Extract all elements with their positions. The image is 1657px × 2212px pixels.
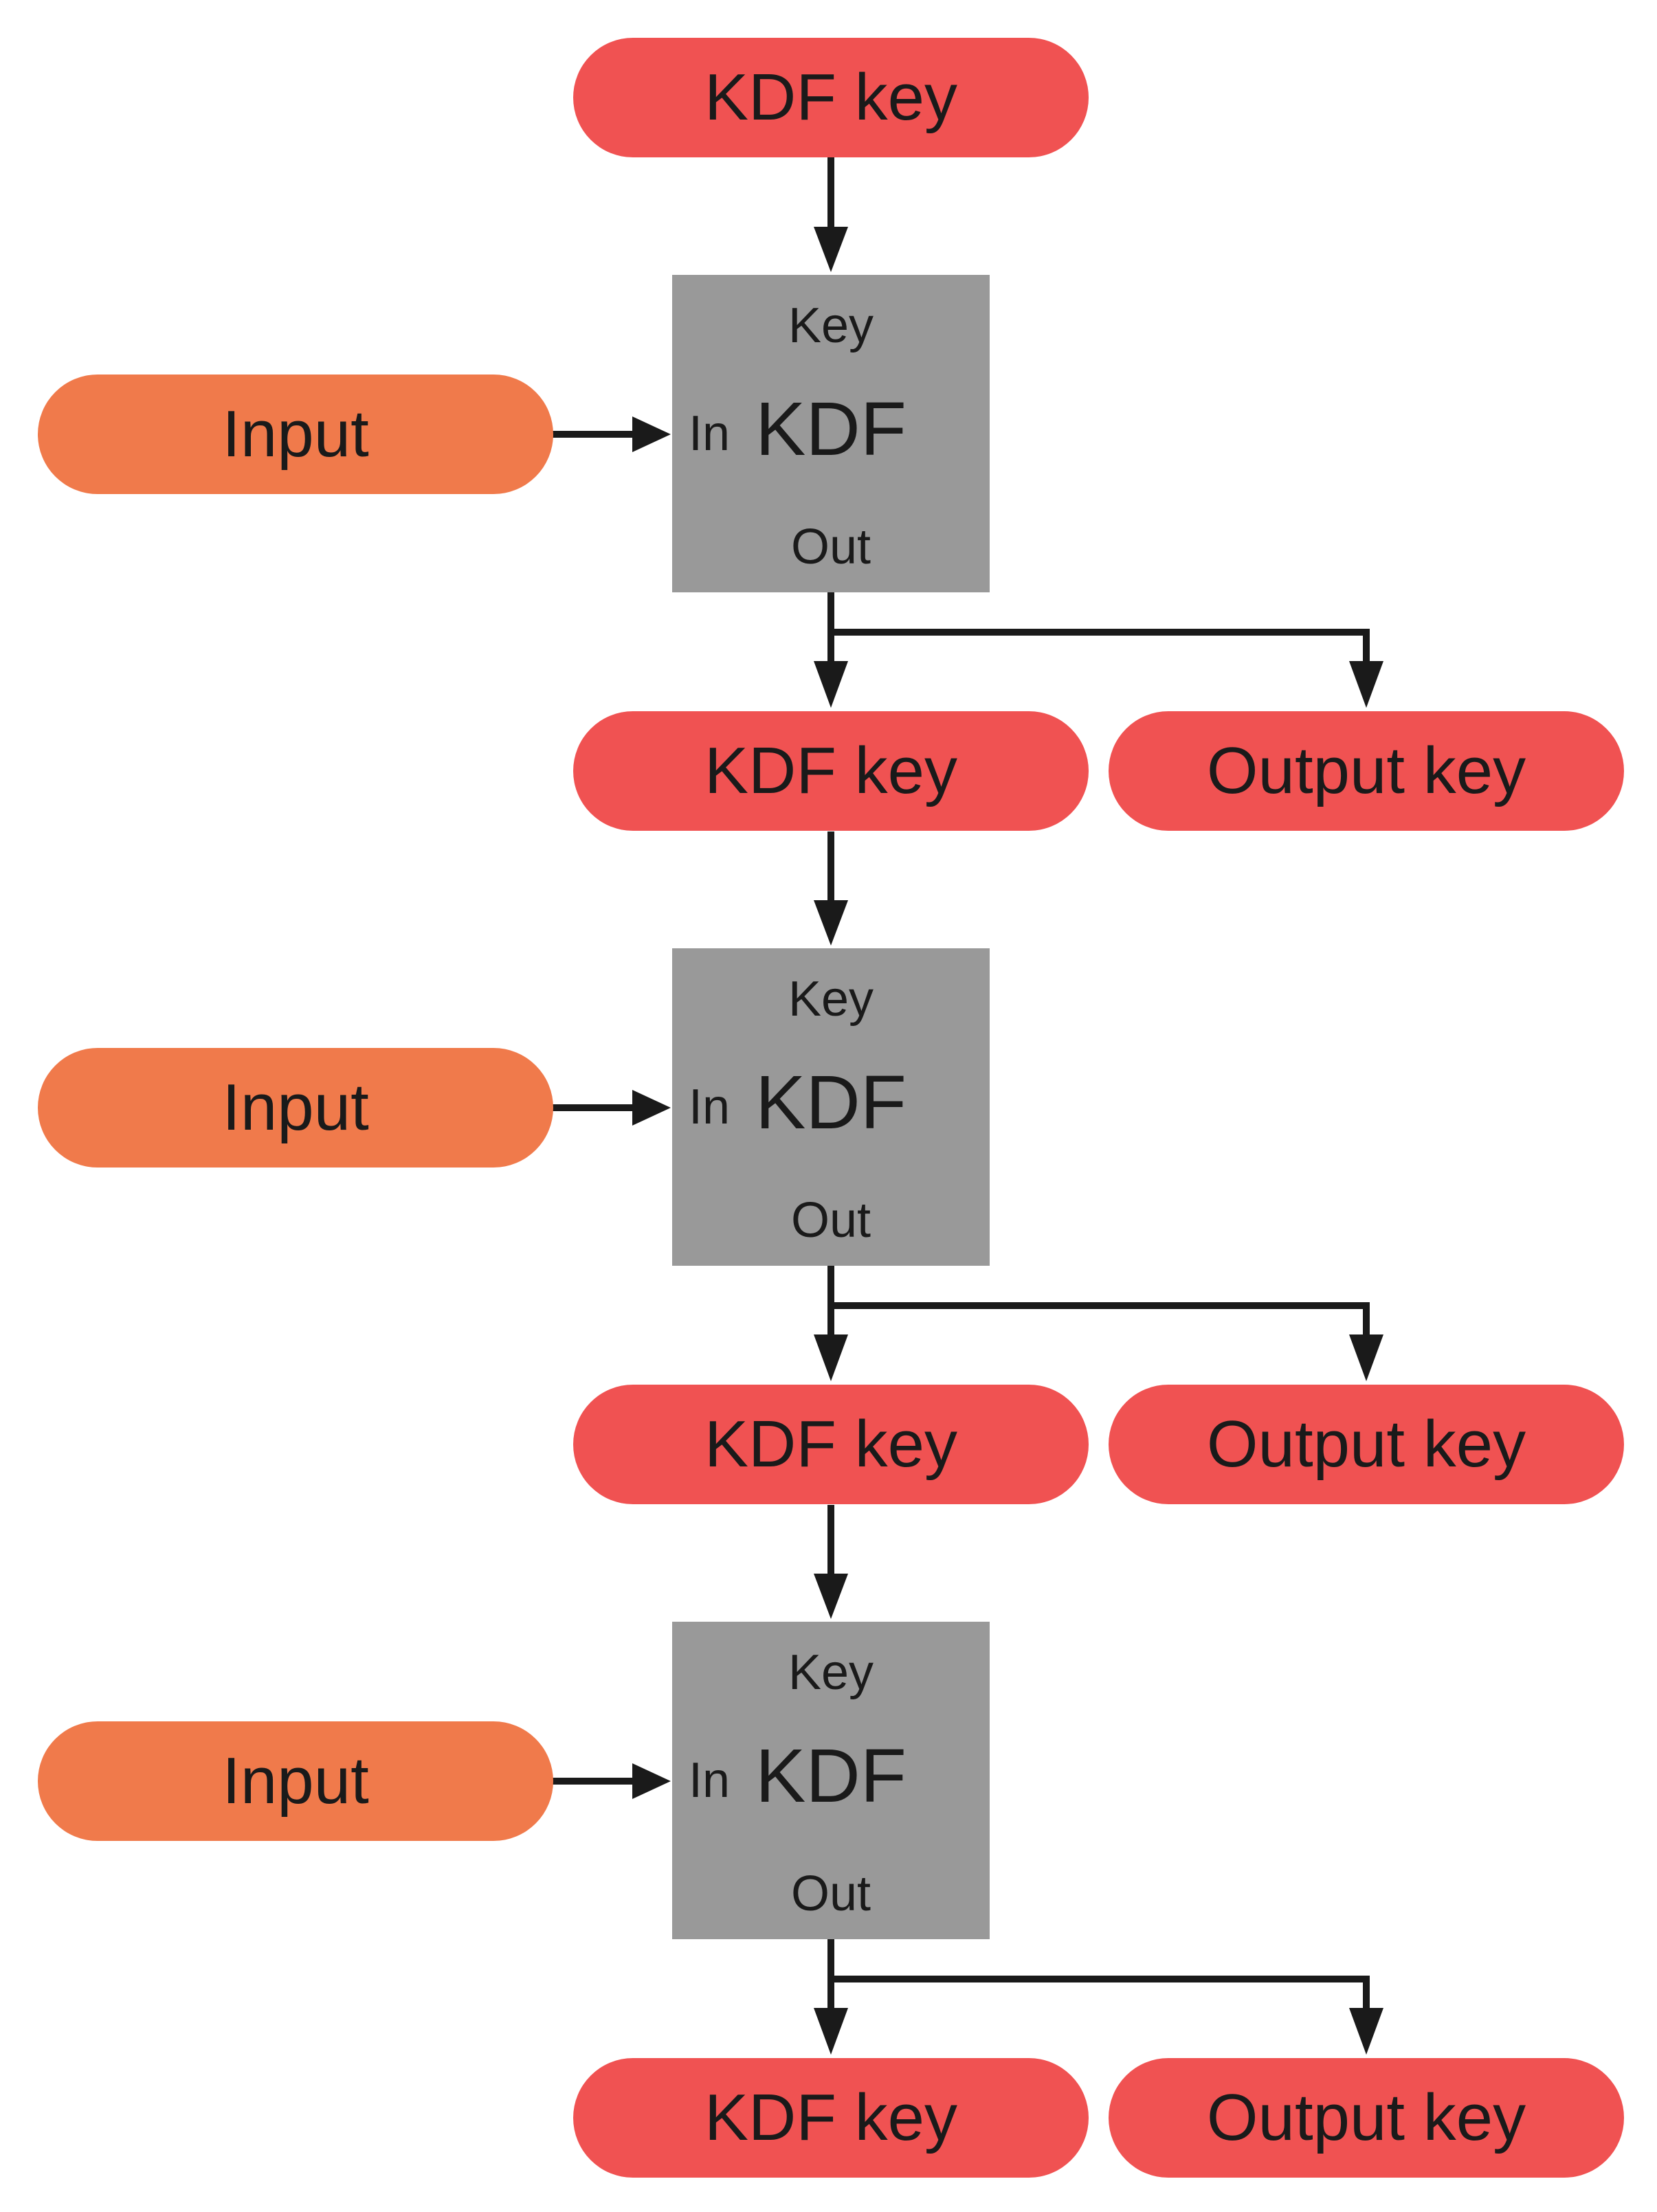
arrowhead-icon [1349, 661, 1383, 708]
arrowhead-icon [632, 1090, 671, 1126]
node-label: Input [222, 397, 369, 471]
output-key-node-2: Output key [1109, 1385, 1624, 1504]
arrowhead-icon [814, 900, 848, 946]
kdf-key-node-1: KDF key [573, 711, 1089, 831]
output-key-node-3: Output key [1109, 2058, 1624, 2178]
arrow-kdf-out-split-1 [827, 592, 1370, 663]
input-node-3: Input [38, 1721, 553, 1841]
kdf-key-node-3: KDF key [573, 2058, 1089, 2178]
arrowhead-icon [1349, 1334, 1383, 1381]
kdf-in-port-label: In [689, 1753, 731, 1808]
kdf-in-port-label: In [689, 1080, 731, 1135]
arrowhead-icon [814, 227, 848, 272]
arrowhead-icon [632, 1763, 671, 1799]
node-label: KDF key [704, 2081, 958, 2154]
kdf-key-port-label: Key [788, 972, 874, 1027]
node-label: Output key [1206, 1407, 1526, 1481]
input-node-2: Input [38, 1048, 553, 1168]
node-label: Input [222, 1744, 369, 1818]
output-key-node-1: Output key [1109, 711, 1624, 831]
input-node-1: Input [38, 375, 553, 494]
node-label: KDF key [704, 734, 958, 807]
node-label: Input [222, 1071, 369, 1144]
initial-kdf-key-node: KDF key [573, 38, 1089, 157]
arrowhead-icon [632, 416, 671, 452]
node-label: KDF key [704, 60, 958, 134]
kdf-block-1: Key In KDF Out [672, 275, 990, 592]
node-label: KDF key [704, 1407, 958, 1481]
kdf-name-label: KDF [755, 1060, 907, 1145]
kdf-out-port-label: Out [790, 520, 871, 574]
kdf-key-node-2: KDF key [573, 1385, 1089, 1504]
arrowhead-icon [814, 1574, 848, 1619]
arrowhead-icon [814, 661, 848, 708]
kdf-out-port-label: Out [790, 1193, 871, 1248]
kdf-key-port-label: Key [788, 1645, 874, 1700]
kdf-out-port-label: Out [790, 1866, 871, 1921]
kdf-key-port-label: Key [788, 298, 874, 353]
kdf-name-label: KDF [755, 1734, 907, 1818]
arrow-kdf-out-split-2 [827, 1266, 1370, 1337]
kdf-name-label: KDF [755, 387, 907, 471]
kdf-block-3: Key In KDF Out [672, 1622, 990, 1939]
kdf-block-2: Key In KDF Out [672, 948, 990, 1266]
arrowhead-icon [1349, 2008, 1383, 2055]
arrow-kdf-out-split-3 [827, 1939, 1370, 2010]
arrowhead-icon [814, 2008, 848, 2055]
kdf-in-port-label: In [689, 406, 731, 461]
node-label: Output key [1206, 2081, 1526, 2154]
node-label: Output key [1206, 734, 1526, 807]
arrowhead-icon [814, 1334, 848, 1381]
